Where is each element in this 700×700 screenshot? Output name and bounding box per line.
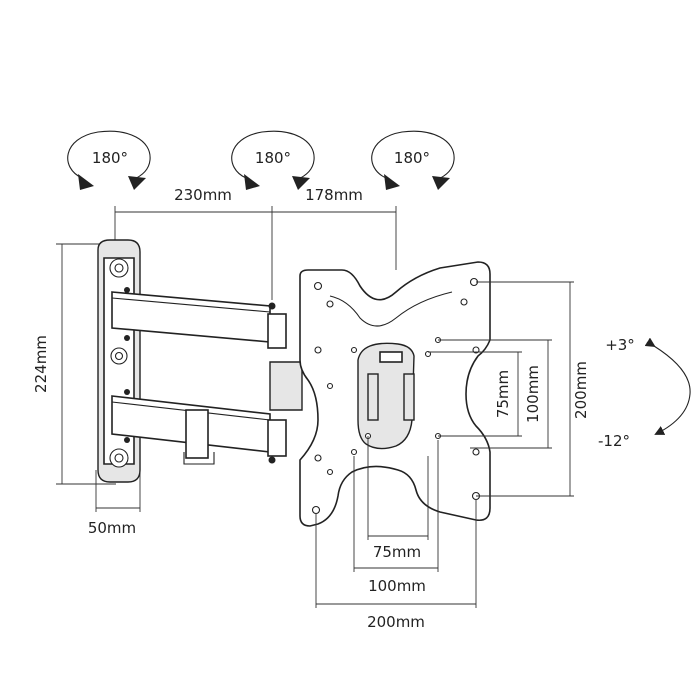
rotation-arc-1 — [67, 130, 151, 181]
vesa-plate-slot-left — [367, 373, 379, 421]
wall-plate-hole-middle-inner — [114, 351, 124, 361]
vesa-100-height-label: 100mm — [524, 365, 542, 423]
wall-plate-bolt-2 — [124, 335, 130, 341]
arm-connector-body — [269, 361, 303, 411]
wall-plate-width-label: 50mm — [88, 519, 136, 537]
rotation-arrow-right-3 — [432, 176, 450, 190]
wall-plate — [97, 239, 141, 483]
arm-length-dimension: 230mm 178mm — [114, 186, 397, 300]
vesa-100-width-label: 100mm — [368, 577, 426, 595]
arm-connector — [269, 361, 303, 411]
vesa-plate-center-bracket — [357, 342, 415, 450]
vesa-200-width-label: 200mm — [367, 613, 425, 631]
vesa-hole-g — [326, 382, 334, 390]
rotation-arrow-left-3 — [384, 174, 400, 190]
rotation-arrow-right-2 — [292, 176, 310, 190]
lower-arm-mid-joint — [185, 409, 209, 459]
rotation-arc-3 — [371, 130, 455, 181]
upper-arm-joint — [267, 313, 287, 349]
vesa-hole-200-bl — [311, 505, 321, 515]
rotation-indicator-3: 180° — [371, 130, 455, 190]
rotation-label-2: 180° — [255, 149, 291, 167]
tilt-down-label: -12° — [598, 432, 630, 450]
upper-arm — [111, 291, 287, 349]
tilt-arc — [644, 337, 691, 435]
vesa-hole-100-tl — [350, 346, 358, 354]
rotation-arc-2 — [231, 130, 315, 181]
vesa-hole-c — [314, 346, 322, 354]
rotation-label-3: 180° — [394, 149, 430, 167]
wall-plate-bolt-3 — [124, 389, 130, 395]
vesa-hole-a — [326, 300, 334, 308]
vesa-hole-h — [326, 468, 334, 476]
tilt-up-label: +3° — [605, 336, 635, 354]
wall-plate-bolt-1 — [124, 287, 130, 293]
lower-arm-knob — [183, 452, 215, 465]
wall-plate-height-label: 224mm — [32, 335, 50, 393]
lower-arm-joint — [267, 419, 287, 457]
tilt-indicator: +3° -12° — [598, 336, 691, 450]
lower-arm — [111, 395, 287, 465]
vesa-hole-f — [472, 448, 480, 456]
vesa-hole-b — [460, 298, 468, 306]
vesa-plate-inner-top — [329, 291, 453, 327]
arm-length-1-label: 230mm — [174, 186, 232, 204]
vesa-plate-lock — [379, 351, 403, 363]
lower-arm-bolt — [268, 456, 276, 464]
vesa-plate-slot-right — [403, 373, 415, 421]
wall-plate-bolt-4 — [124, 437, 130, 443]
vesa-75-height-label: 75mm — [494, 370, 512, 418]
wall-plate-hole-bottom-inner — [114, 453, 124, 463]
vesa-hole-e — [314, 454, 322, 462]
vesa-hole-d — [472, 346, 480, 354]
upper-arm-bolt — [268, 302, 276, 310]
rotation-indicator-2: 180° — [231, 130, 315, 190]
vesa-75-width-label: 75mm — [373, 543, 421, 561]
upper-arm-edge — [111, 297, 271, 313]
vesa-hole-100-bl — [350, 448, 358, 456]
vesa-hole-200-tl — [313, 281, 323, 291]
arm-length-2-label: 178mm — [305, 186, 363, 204]
wall-plate-width-dimension: 50mm — [88, 470, 141, 537]
vesa-plate — [299, 261, 491, 527]
vesa-horizontal-dimensions: 75mm 100mm 200mm — [315, 436, 477, 631]
rotation-arrow-left-2 — [244, 174, 260, 190]
vesa-vertical-dimensions: 75mm 100mm 200mm — [428, 281, 590, 497]
rotation-arrow-left-1 — [78, 174, 94, 190]
rotation-label-1: 180° — [92, 149, 128, 167]
vesa-200-height-label: 200mm — [572, 361, 590, 419]
rotation-arrow-right-1 — [128, 176, 146, 190]
vesa-hole-75-tr — [424, 350, 432, 358]
rotation-indicator-1: 180° — [67, 130, 151, 190]
wall-plate-hole-top-inner — [114, 263, 124, 273]
